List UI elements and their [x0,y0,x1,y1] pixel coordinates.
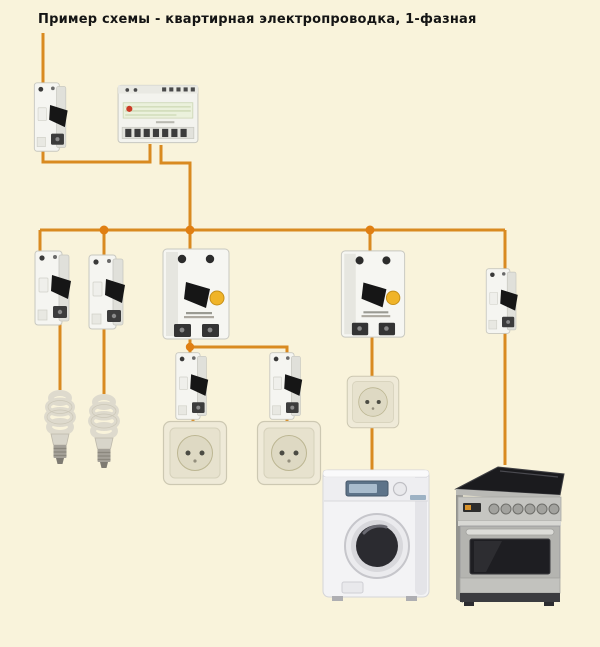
socket-2 [256,420,322,486]
electric-stove [450,457,568,607]
rcd-2 [336,248,410,340]
cfl-lamp-2 [85,390,123,474]
stove-breaker [479,266,525,336]
electric-meter [115,80,201,148]
socket-breaker-2 [262,350,310,422]
cfl-lamp-1 [41,386,79,470]
light-breaker-1 [28,248,78,328]
socket-3 [346,375,400,429]
socket-1 [162,420,228,486]
rcd-1 [158,246,234,342]
junction-dot [99,225,109,235]
socket-breaker-1 [168,350,216,422]
junction-dot [185,342,195,352]
junction-dots [99,225,375,352]
wire-meter-to-bus [159,145,192,230]
junction-dot [365,225,375,235]
junction-dot [185,225,195,235]
washing-machine [320,463,432,603]
light-breaker-2 [82,252,132,332]
main-breaker [25,80,77,154]
diagram-title: Пример схемы - квартирная электропроводк… [38,12,477,27]
